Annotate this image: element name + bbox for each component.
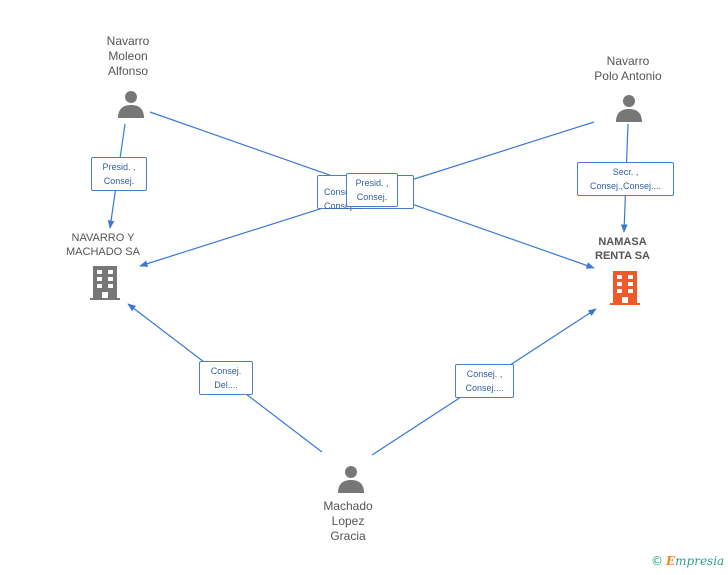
person-icon[interactable] (116, 89, 146, 119)
relation-label-moleon-navarro-machado[interactable]: Presid. , Consej. (91, 157, 147, 191)
relation-label-machado-navarro-machado[interactable]: Consej. Del.... (199, 361, 253, 395)
person-icon[interactable] (614, 93, 644, 123)
person-label-navarro-polo-antonio[interactable]: Navarro Polo Antonio (594, 54, 662, 83)
person-icon[interactable] (336, 464, 366, 494)
empresia-logo: ©Empresia (651, 554, 724, 568)
person-label-machado-lopez-gracia[interactable]: Machado Lopez Gracia (323, 499, 373, 543)
brand-name: mpresia (675, 554, 725, 568)
building-icon[interactable] (90, 266, 120, 300)
relation-label-polo-namasa[interactable]: Secr. , Consej.,Consej.... (577, 162, 674, 196)
building-icon[interactable] (610, 271, 640, 305)
person-label-navarro-moleon-alfonso[interactable]: Navarro Moleon Alfonso (106, 34, 150, 78)
copyright-symbol: © (651, 554, 663, 568)
company-label-navarro-y-machado-sa[interactable]: NAVARRO Y MACHADO SA (66, 232, 140, 258)
relation-label-machado-namasa[interactable]: Consej. , Consej.... (455, 364, 514, 398)
brand-initial: E (666, 554, 676, 568)
company-label-namasa-renta-sa[interactable]: NAMASA RENTA SA (595, 236, 650, 262)
relation-label-moleon-namasa[interactable]: Presid. , Consej. (346, 173, 398, 207)
